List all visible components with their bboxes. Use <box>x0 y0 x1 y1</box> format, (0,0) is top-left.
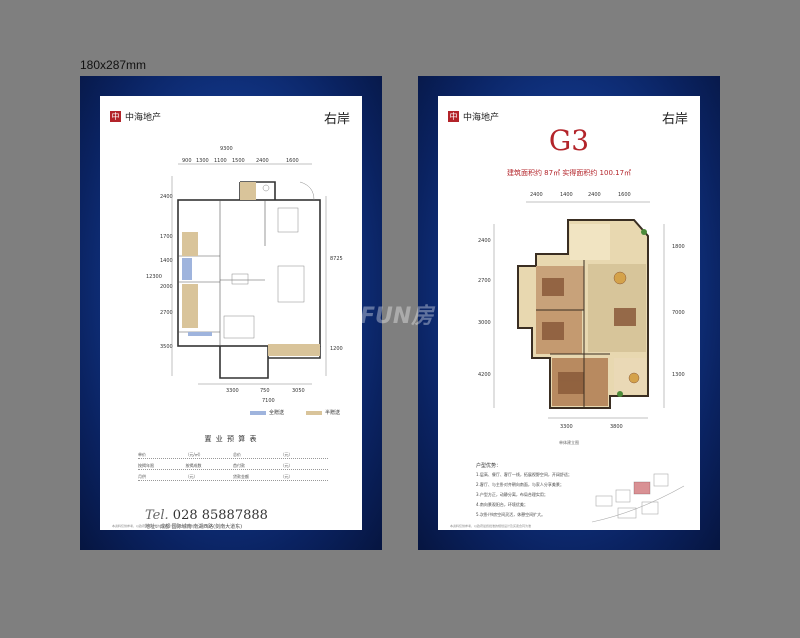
developer-logo: 中 中海地产 <box>110 110 161 123</box>
plan-caption: 单体建立图 <box>559 440 579 445</box>
table-row: 单价 （元/㎡） 总价 （元） <box>138 448 328 459</box>
left-dim: 3000 <box>478 320 491 326</box>
feature-item: 1.层高、餐厅、客厅一线，拓展视野空间，开阔舒适； <box>476 472 572 477</box>
feature-item: 2.客厅、与主卧对齐朝向南面，与家人分享美景； <box>476 482 564 487</box>
right-dim: 1200 <box>330 346 343 352</box>
top-dim: 2400 <box>588 192 601 198</box>
floorplan-card-right: 中 中海地产 右岸 G3 建筑面积约 87㎡ 实得面积约 100.17㎡ 240… <box>418 76 720 550</box>
table-cell: （元） <box>185 474 198 479</box>
table-cell: 总价 <box>233 452 241 457</box>
top-dim: 1100 <box>214 158 227 164</box>
right-dim: 1800 <box>672 244 685 250</box>
right-dim: 8725 <box>330 256 343 262</box>
legend-swatch <box>306 410 322 415</box>
left-dim: 2400 <box>160 194 173 200</box>
table-cell: （元） <box>280 474 293 479</box>
bottom-dim: 750 <box>260 388 270 394</box>
bottom-dim: 3300 <box>560 424 573 430</box>
right-dim: 7000 <box>672 310 685 316</box>
table-cell: （元/㎡） <box>185 452 203 457</box>
left-dim: 2700 <box>478 278 491 284</box>
left-dim: 2000 <box>160 284 173 290</box>
half-gift-area <box>268 344 320 356</box>
left-dim: 4200 <box>478 372 491 378</box>
feature-item: 4.南向景观阳台，环境优美； <box>476 502 528 507</box>
left-dim: 1700 <box>160 234 173 240</box>
watermark-logo: FUN房 <box>360 304 434 329</box>
table-row: 月供 （元） 贷款金额 （元） <box>138 470 328 481</box>
left-dim: 2700 <box>160 310 173 316</box>
left-dim: 1400 <box>160 258 173 264</box>
table-cell: 单价 <box>138 452 146 457</box>
table-cell: 首付款 <box>233 463 245 468</box>
table-cell: 按揭年限 <box>138 463 154 468</box>
half-gift-area <box>240 182 256 200</box>
table-row: 按揭年限 按揭成数 首付款 （元） <box>138 459 328 470</box>
site-plan-thumbnail <box>591 473 685 523</box>
bottom-dim: 3300 <box>226 388 239 394</box>
table-cell: （元） <box>280 452 293 457</box>
project-brand: 右岸 <box>661 112 688 127</box>
canvas-size-label: 180x287mm <box>80 58 147 72</box>
top-dim: 900 <box>182 158 192 164</box>
features-title: 户型优势： <box>476 463 502 469</box>
feature-item: 3.户型方正，动静分离，布局合理实用； <box>476 492 548 497</box>
top-dim: 1400 <box>560 192 573 198</box>
top-dim: 1500 <box>232 158 245 164</box>
half-gift-area <box>182 232 198 256</box>
address: 地址：成都 国际城南 南湖西路(剑南大道东) <box>145 524 243 530</box>
left-dim: 2400 <box>478 238 491 244</box>
colored-floor-plan <box>493 201 665 419</box>
card-left: 中 中海地产 右岸 9300 900 1300 1100 1500 2400 1… <box>100 96 362 530</box>
top-dim: 2400 <box>256 158 269 164</box>
left-total-dim: 12300 <box>146 274 162 280</box>
full-gift-area <box>182 258 192 280</box>
logo-text: 中海地产 <box>125 113 162 123</box>
legend-label: 全赠送 <box>269 410 285 416</box>
left-dim: 3500 <box>160 344 173 350</box>
floor-plan-drawing <box>171 163 327 385</box>
legend-swatch <box>250 410 266 415</box>
top-total-dim: 9300 <box>220 146 233 152</box>
table-cell: 按揭成数 <box>185 463 202 468</box>
bottom-total-dim: 7100 <box>262 398 275 404</box>
disclaimer: 本资料仅供参考，以政府最终批准的规划设计及买卖合同为准 <box>112 524 194 528</box>
table-cell: 贷款金额 <box>233 474 249 479</box>
table-cell: 月供 <box>138 474 146 479</box>
logo-mark-icon: 中 <box>448 111 459 122</box>
budget-table: 单价 （元/㎡） 总价 （元） 按揭年限 按揭成数 首付款 （元） 月供 （元）… <box>138 448 328 481</box>
top-dim: 1600 <box>618 192 631 198</box>
top-dim: 2400 <box>530 192 543 198</box>
card-right: 中 中海地产 右岸 G3 建筑面积约 87㎡ 实得面积约 100.17㎡ 240… <box>438 96 700 530</box>
logo-text: 中海地产 <box>463 113 500 123</box>
floorplan-card-left: 中 中海地产 右岸 9300 900 1300 1100 1500 2400 1… <box>80 76 382 550</box>
half-gift-area <box>182 284 198 328</box>
sales-phone: Tel. 028 85887888 <box>145 508 268 523</box>
feature-item: 5.次卧/书房空间灵活，休憩空间扩大。 <box>476 512 546 517</box>
right-dim: 1300 <box>672 372 685 378</box>
full-gift-area <box>188 332 212 336</box>
legend-half-gift: 半赠送 <box>306 409 340 416</box>
logo-mark-icon: 中 <box>110 111 121 122</box>
top-dim: 1600 <box>286 158 299 164</box>
legend-label: 半赠送 <box>325 410 341 416</box>
bottom-dim: 3050 <box>292 388 305 394</box>
project-brand: 右岸 <box>323 112 350 127</box>
unit-type-title: G3 <box>548 124 590 157</box>
unit-area-text: 建筑面积约 87㎡ 实得面积约 100.17㎡ <box>506 169 632 177</box>
legend-full-gift: 全赠送 <box>250 409 284 416</box>
top-dim: 1300 <box>196 158 209 164</box>
bottom-dim: 3800 <box>610 424 623 430</box>
tel-prefix: Tel. <box>145 508 169 523</box>
table-cell: （元） <box>280 463 293 468</box>
kitchen-floor <box>570 224 610 260</box>
budget-table-title: 置 业 预 算 表 <box>204 435 258 443</box>
disclaimer: 本资料仅供参考，以政府最终批准的规划设计及买卖合同为准 <box>450 524 532 528</box>
tel-number: 028 85887888 <box>172 508 268 523</box>
developer-logo: 中 中海地产 <box>448 110 499 123</box>
